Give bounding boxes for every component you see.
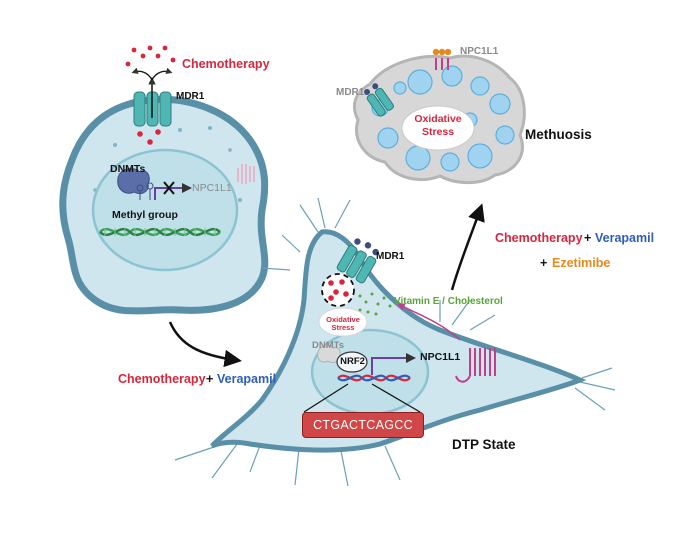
drug-sensitive-cell <box>59 45 269 315</box>
sequence-zoom-lines <box>303 383 421 413</box>
dnmts-label-top: DNMTs <box>110 163 146 175</box>
cytoplasm-dots <box>93 126 242 202</box>
dna-helix-dtp <box>337 374 411 382</box>
dtp-cell <box>174 197 616 487</box>
chemo-molecules-top <box>125 45 176 145</box>
treatment-left-chemo: Chemotherapy <box>118 372 206 386</box>
oxidative-stress-label-2: Stress <box>421 126 455 138</box>
blocked-transcription-arrow <box>154 181 192 200</box>
mdr1-methuosis-label: MDR1 <box>336 87 365 98</box>
active-transcription-arrow-icon <box>371 353 416 375</box>
npc1l1-dtp-label: NPC1L1 <box>420 351 461 363</box>
npc1l1-methuosis-label: NPC1L1 <box>460 46 499 57</box>
treatment-right-chemo: Chemotherapy <box>495 231 583 245</box>
methyl-group-label: Methyl group <box>112 209 178 221</box>
trapped-chemo-circle <box>321 273 355 307</box>
nrf2-label: NRF2 <box>340 356 365 367</box>
oxidative-stress-small-icon <box>318 307 368 337</box>
filopodia <box>174 197 616 487</box>
oxidative-stress-small-label-1: Oxidative <box>326 315 360 324</box>
mdr1-dtp-pump-icon <box>336 238 379 284</box>
nrf2-factor-icon <box>336 351 368 373</box>
dnmts-dtp-label: DNMTs <box>312 340 345 351</box>
methuosis-cell <box>353 48 526 185</box>
dtp-state-label: DTP State <box>452 437 516 452</box>
npc1l1-label-top: NPC1L1 <box>192 182 232 194</box>
treatment-left-plus: + <box>206 372 214 386</box>
mdr1-pump-icon <box>131 67 173 127</box>
arrow-to-dtp-icon <box>168 321 242 368</box>
cholesterol-uptake-arrow-icon <box>397 303 461 341</box>
vitamin-e-cholesterol-label: Vitamin E / Cholesterol <box>394 296 503 307</box>
methuosis-label: Methuosis <box>525 127 592 142</box>
nrf2-binding-sequence: CTGACTCAGCC <box>302 412 424 438</box>
treatment-right-plus-2: + <box>540 256 548 270</box>
oxidative-stress-small-label-2: Stress <box>331 323 355 332</box>
npc1l1-methuosis-icon <box>432 48 452 70</box>
dna-helix-top <box>99 227 221 237</box>
treatment-right-verapamil: Verapamil <box>595 231 655 245</box>
npc1l1-receptor-faint-icon <box>237 164 255 184</box>
treatment-right-ezetimibe: Ezetimibe <box>552 256 611 270</box>
arrow-to-methuosis-icon <box>450 203 485 291</box>
mdr1-methuosis-icon <box>364 83 394 117</box>
treatment-right-plus-1: + <box>584 231 592 245</box>
cholesterol-dots <box>358 292 392 316</box>
mdr1-label-top: MDR1 <box>176 91 205 102</box>
mdr1-dtp-label: MDR1 <box>376 251 405 262</box>
treatment-left-verapamil: Verapamil <box>217 372 277 386</box>
oxidative-stress-burst-icon <box>401 105 475 151</box>
dnmts-enzyme-icon <box>117 168 154 200</box>
chemotherapy-label-top: Chemotherapy <box>182 57 270 71</box>
trapped-chemo-molecules <box>328 279 349 301</box>
npc1l1-dtp-receptor-icon <box>455 348 496 383</box>
oxidative-stress-label-1: Oxidative <box>414 113 462 125</box>
